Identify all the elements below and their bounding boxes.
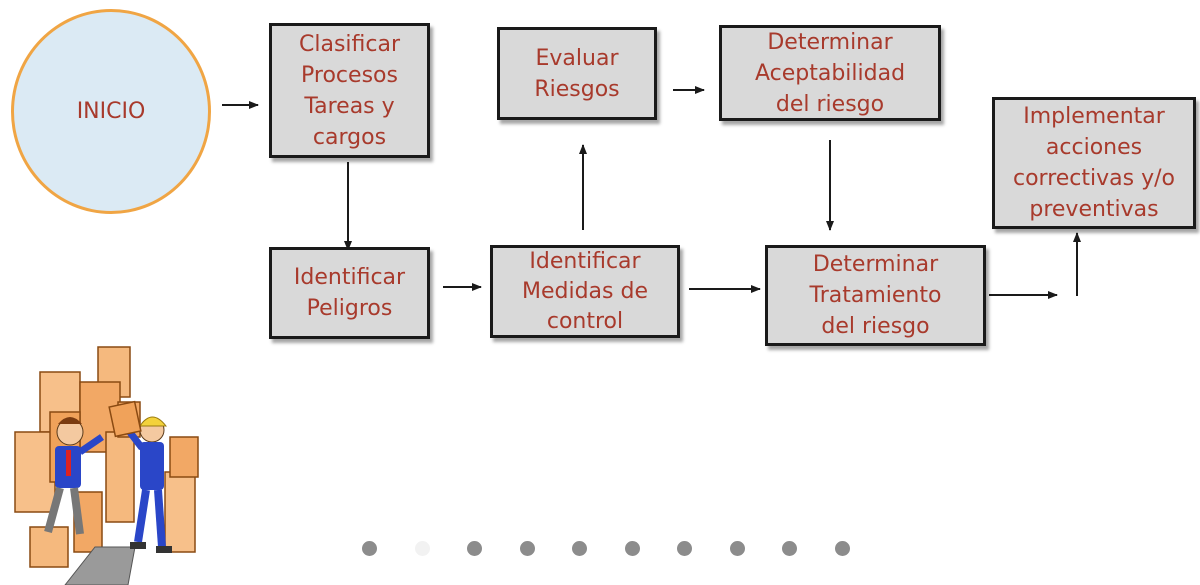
step-determinar-aceptabilidad: Determinar Aceptabilidad del riesgo <box>719 25 941 121</box>
carousel-dot[interactable] <box>729 541 745 556</box>
carousel-dot[interactable] <box>572 541 587 556</box>
carousel-dot[interactable] <box>624 541 640 556</box>
step-clasificar-label: Clasificar Procesos Tareas y cargos <box>298 31 400 150</box>
step-tratamiento-label: Determinar Tratamiento del riesgo <box>809 252 942 339</box>
carousel-dot[interactable] <box>782 541 797 556</box>
carousel-dot[interactable] <box>414 541 430 556</box>
carousel-dot[interactable] <box>834 541 850 556</box>
step-aceptabilidad-label: Determinar Aceptabilidad del riesgo <box>754 29 906 117</box>
start-node: INICIO <box>11 9 211 214</box>
carousel-dot[interactable] <box>519 541 535 556</box>
step-peligros-label: Identificar Peligros <box>293 265 406 321</box>
carousel-dot[interactable] <box>362 541 377 556</box>
step-evaluar-riesgos: Evaluar Riesgos <box>497 27 657 120</box>
step-implementar-label: Implementar acciones correctivas y/o pre… <box>1013 104 1175 222</box>
step-implementar-acciones: Implementar acciones correctivas y/o pre… <box>992 97 1196 229</box>
step-evaluar-label: Evaluar Riesgos <box>534 45 620 102</box>
step-determinar-tratamiento: Determinar Tratamiento del riesgo <box>765 245 986 346</box>
step-medidas-label: Identificar Medidas de control <box>522 248 648 334</box>
step-identificar-peligros: Identificar Peligros <box>269 247 430 339</box>
step-clasificar-procesos: Clasificar Procesos Tareas y cargos <box>269 23 430 158</box>
carousel-dot[interactable] <box>467 541 482 556</box>
start-label: INICIO <box>76 99 146 124</box>
workers-boxes-illustration <box>14 346 199 585</box>
step-identificar-medidas: Identificar Medidas de control <box>490 245 680 338</box>
carousel-dot[interactable] <box>677 541 692 556</box>
